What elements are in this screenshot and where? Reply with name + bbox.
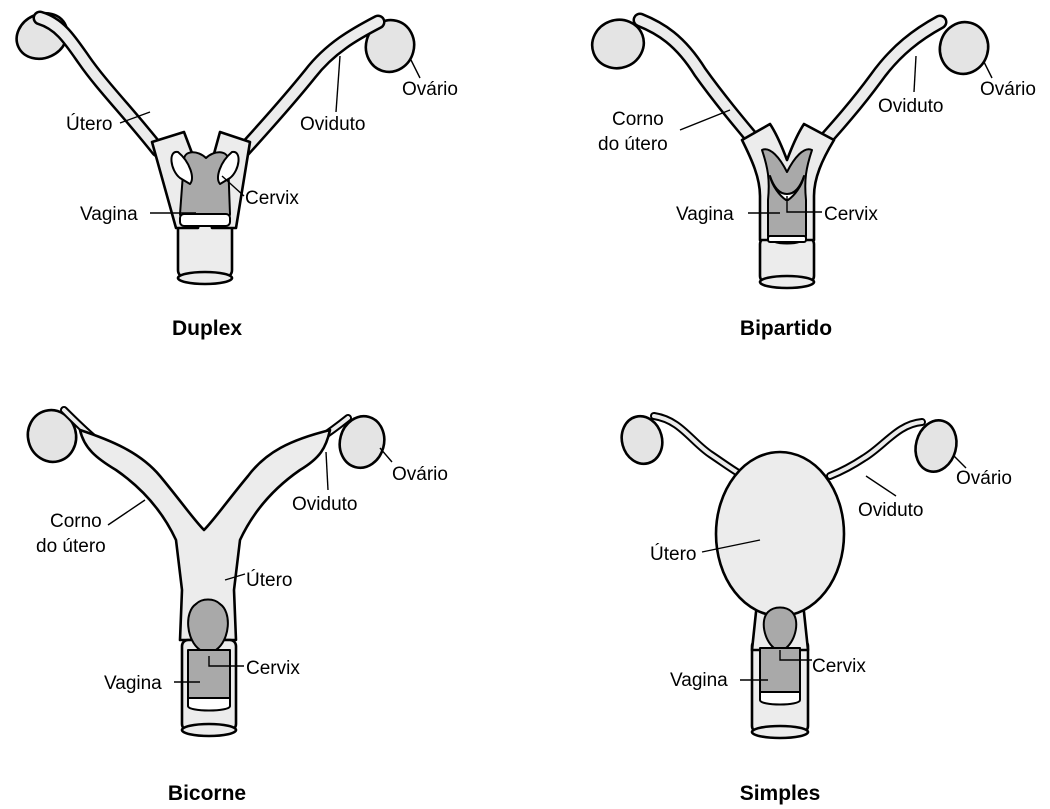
label-oviduct: Oviduto bbox=[878, 96, 943, 117]
label-cervix: Cervix bbox=[246, 658, 300, 679]
title-bicorne: Bicorne bbox=[168, 782, 246, 805]
label-vagina: Vagina bbox=[670, 670, 728, 691]
panel-duplex: Útero Oviduto Ovário Cervix Vagina Duple… bbox=[9, 5, 458, 340]
left-ovary-oviduct bbox=[616, 412, 740, 474]
title-duplex: Duplex bbox=[172, 317, 242, 340]
bipartido-uterus bbox=[742, 124, 834, 288]
label-horn-1: Corno bbox=[50, 511, 102, 532]
label-oviduct: Oviduto bbox=[292, 494, 357, 515]
right-ovary-oviduct bbox=[816, 17, 994, 150]
panel-bicorne: Corno do útero Útero Oviduto Ovário Cerv… bbox=[22, 405, 448, 805]
label-ovary: Ovário bbox=[980, 79, 1036, 100]
label-vagina: Vagina bbox=[80, 204, 138, 225]
label-cervix: Cervix bbox=[245, 188, 299, 209]
label-ovary: Ovário bbox=[402, 79, 458, 100]
simples-uterus bbox=[716, 452, 844, 738]
label-ovary: Ovário bbox=[956, 468, 1012, 489]
title-bipartido: Bipartido bbox=[740, 317, 832, 340]
panel-bipartido: Corno do útero Oviduto Ovário Cervix Vag… bbox=[585, 13, 1036, 340]
duplex-uterus bbox=[152, 132, 250, 284]
label-ovary: Ovário bbox=[392, 464, 448, 485]
label-uterus: Útero bbox=[66, 113, 112, 135]
label-uterus: Útero bbox=[246, 569, 292, 591]
label-uterus: Útero bbox=[650, 543, 696, 565]
panel-simples: Útero Oviduto Ovário Cervix Vagina Simpl… bbox=[616, 412, 1011, 805]
label-horn-2: do útero bbox=[36, 536, 106, 557]
label-horn-1: Corno bbox=[612, 109, 664, 130]
right-ovary-oviduct bbox=[318, 411, 390, 473]
label-vagina: Vagina bbox=[676, 204, 734, 225]
label-oviduct: Oviduto bbox=[858, 500, 923, 521]
label-vagina: Vagina bbox=[104, 673, 162, 694]
label-horn-2: do útero bbox=[598, 134, 668, 155]
right-ovary-oviduct bbox=[830, 416, 962, 477]
title-simples: Simples bbox=[740, 782, 821, 805]
label-oviduct: Oviduto bbox=[300, 114, 365, 135]
label-cervix: Cervix bbox=[812, 656, 866, 677]
label-cervix: Cervix bbox=[824, 204, 878, 225]
